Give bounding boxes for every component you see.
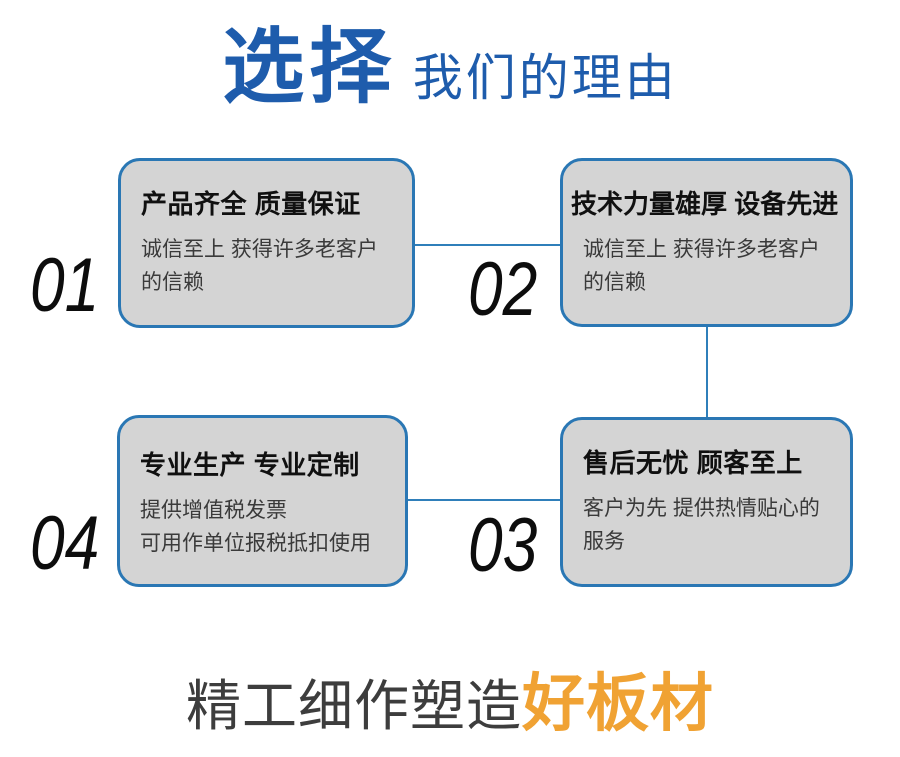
reason-card-01: 产品齐全 质量保证 诚信至上 获得许多老客户 的信赖 xyxy=(118,158,415,328)
footer-slogan-highlight: 好板材 xyxy=(522,669,714,739)
reason-number-04: 04 xyxy=(30,501,100,586)
page-title: 选择 我们的理由 xyxy=(0,22,900,113)
reason-card-desc: 诚信至上 获得许多老客户 的信赖 xyxy=(583,238,820,294)
footer-slogan: 精工细作塑造好板材 xyxy=(0,668,900,743)
page-title-rest: 我们的理由 xyxy=(412,50,678,106)
connector-card4-card3 xyxy=(408,499,560,501)
reason-number-01: 01 xyxy=(30,243,100,328)
reason-card-title: 产品齐全 质量保证 xyxy=(141,189,361,219)
reason-card-title: 专业生产 专业定制 xyxy=(140,450,360,480)
reason-card-desc: 诚信至上 获得许多老客户 的信赖 xyxy=(141,238,378,294)
reason-card-title: 技术力量雄厚 设备先进 xyxy=(571,189,839,219)
footer-slogan-prefix: 精工细作塑造 xyxy=(185,675,522,737)
reason-number-03: 03 xyxy=(468,503,538,588)
reason-card-title: 售后无忧 顾客至上 xyxy=(583,448,803,478)
connector-card1-card2 xyxy=(415,244,560,246)
reason-card-04: 专业生产 专业定制 提供增值税发票 可用作单位报税抵扣使用 xyxy=(117,415,408,587)
reason-card-desc: 提供增值税发票 可用作单位报税抵扣使用 xyxy=(140,499,371,555)
reason-number-02: 02 xyxy=(468,247,538,332)
reason-card-02: 技术力量雄厚 设备先进 诚信至上 获得许多老客户 的信赖 xyxy=(560,158,853,327)
reason-card-desc: 客户为先 提供热情贴心的 服务 xyxy=(583,497,820,553)
reason-card-03: 售后无忧 顾客至上 客户为先 提供热情贴心的 服务 xyxy=(560,417,853,587)
page-title-emphasis: 选择 xyxy=(222,22,397,113)
connector-card2-card3 xyxy=(706,327,708,417)
